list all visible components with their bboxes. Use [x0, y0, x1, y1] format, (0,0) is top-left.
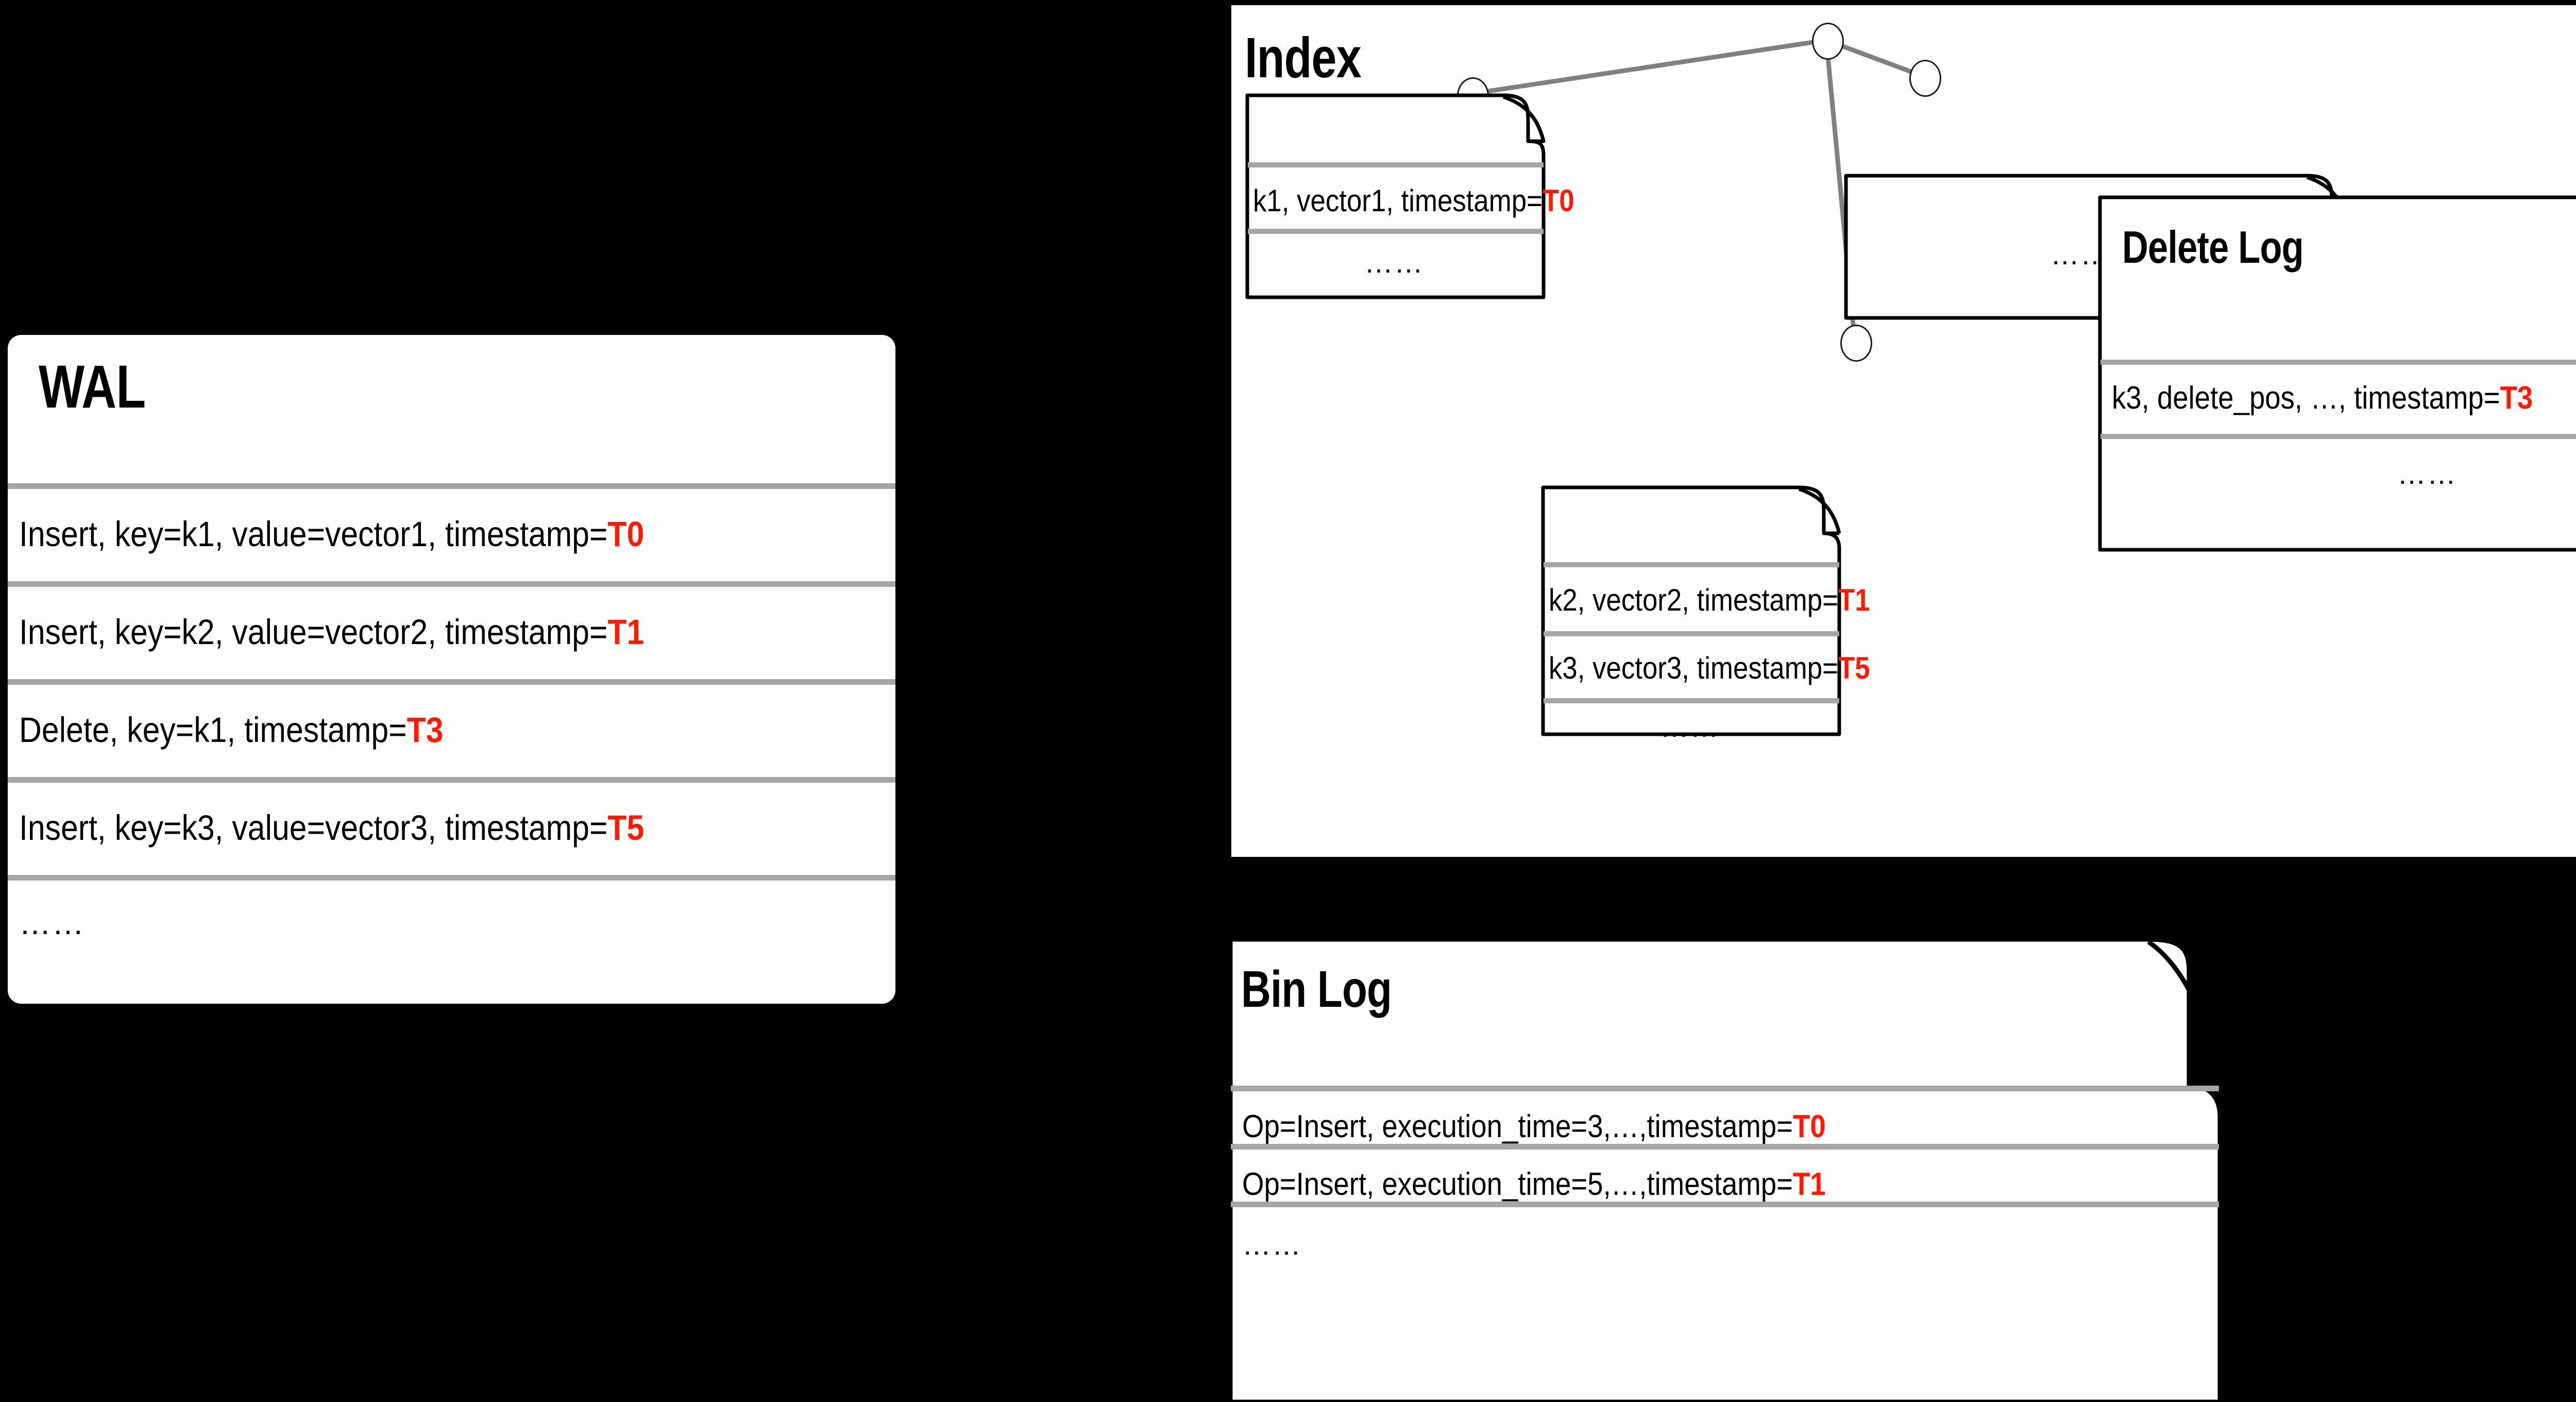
bin-log-row-timestamp: T1 [1792, 1167, 1826, 1202]
bin-log-row: Op=Insert, execution_time=3,…,timestamp=… [1242, 1111, 1826, 1143]
wal-divider-2 [8, 679, 895, 685]
wal-row: Insert, key=k1, value=vector1, timestamp… [19, 516, 644, 552]
wal-row-timestamp: T0 [607, 514, 645, 554]
index-leaf-row-text: k1, vector1, timestamp= [1253, 183, 1543, 218]
delete-log-row-text: k3, delete_pos, …, timestamp= [2112, 380, 2500, 416]
index-leaf-divider [1248, 162, 1544, 167]
delete-log-row: k3, delete_pos, …, timestamp=T3 [2112, 382, 2533, 414]
index-leaf-row: k1, vector1, timestamp=T0 [1253, 185, 1574, 216]
wal-divider-1 [8, 581, 895, 587]
index-leaf-row-text: k2, vector2, timestamp= [1549, 583, 1838, 617]
index-leaf-divider [1544, 698, 1839, 703]
bin-log-divider-0 [1231, 1086, 2219, 1091]
index-title: Index [1245, 26, 1362, 90]
wal-row: Delete, key=k1, timestamp=T3 [19, 712, 443, 748]
wal-panel: WAL Insert, key=k1, value=vector1, times… [8, 335, 895, 1004]
wal-row-timestamp: T5 [607, 808, 645, 848]
bin-log-row: Op=Insert, execution_time=5,…,timestamp=… [1242, 1169, 1826, 1201]
index-leaf-row-timestamp: T1 [1838, 583, 1870, 617]
bin-log-panel: Bin Log Op=Insert, execution_time=3,…,ti… [1228, 937, 2223, 1402]
index-panel: Index k1, vector1, timestamp=T0 [1231, 5, 2576, 857]
wal-divider-3 [8, 777, 895, 783]
index-leaf-more-ellipsis: …… [1364, 246, 1424, 279]
wal-divider-0 [8, 483, 895, 489]
index-root-node[interactable] [1812, 23, 1844, 60]
index-child-node-bottom[interactable] [1840, 325, 1872, 362]
bin-log-title: Bin Log [1241, 960, 1392, 1018]
delete-log-more-ellipsis: …… [2397, 458, 2457, 490]
index-leaf-node-k2-k3: k2, vector2, timestamp=T1 k3, vector3, t… [1541, 485, 1870, 741]
index-leaf-row: k2, vector2, timestamp=T1 [1549, 585, 1870, 616]
delete-log-row-timestamp: T3 [2500, 380, 2533, 416]
index-leaf-node-k1: k1, vector1, timestamp=T0 …… [1245, 93, 1574, 299]
delete-log-divider [2100, 360, 2576, 365]
wal-row-text: Insert, key=k2, value=vector2, timestamp… [19, 612, 608, 652]
index-leaf-row: k3, vector3, timestamp=T5 [1549, 653, 1870, 684]
wal-row: Insert, key=k2, value=vector2, timestamp… [19, 614, 644, 650]
bin-log-row-text: Op=Insert, execution_time=3,…,timestamp= [1242, 1109, 1793, 1144]
delete-log-divider [2100, 434, 2576, 439]
delete-log-title: Delete Log [2122, 222, 2304, 273]
index-leaf-more-ellipsis: …… [1660, 711, 1720, 743]
index-child-node-right[interactable] [1909, 60, 1941, 97]
index-leaf-divider [1544, 562, 1839, 567]
bin-log-divider-2 [1231, 1202, 2219, 1207]
index-leaf-divider [1248, 229, 1544, 234]
index-leaf-row-timestamp: T5 [1838, 651, 1870, 685]
wal-row-text: Delete, key=k1, timestamp= [19, 710, 407, 750]
wal-row-timestamp: T3 [406, 710, 444, 750]
bin-log-more-ellipsis: …… [1242, 1228, 1302, 1261]
wal-title: WAL [39, 353, 146, 421]
index-leaf-row-timestamp: T0 [1542, 183, 1574, 218]
bin-log-row-timestamp: T0 [1792, 1109, 1826, 1144]
bin-log-row-text: Op=Insert, execution_time=5,…,timestamp= [1242, 1167, 1793, 1202]
index-leaf-row-text: k3, vector3, timestamp= [1549, 651, 1838, 685]
wal-row: Insert, key=k3, value=vector3, timestamp… [19, 810, 644, 846]
wal-more-ellipsis: …… [19, 906, 85, 941]
wal-row-text: Insert, key=k3, value=vector3, timestamp… [19, 808, 608, 848]
wal-row-timestamp: T1 [607, 612, 645, 652]
bin-log-divider-1 [1231, 1144, 2219, 1150]
wal-row-text: Insert, key=k1, value=vector1, timestamp… [19, 514, 608, 554]
delete-log-node: Delete Log k3, delete_pos, …, timestamp=… [2098, 195, 2576, 552]
index-leaf-divider [1544, 631, 1839, 636]
wal-divider-4 [8, 875, 895, 881]
